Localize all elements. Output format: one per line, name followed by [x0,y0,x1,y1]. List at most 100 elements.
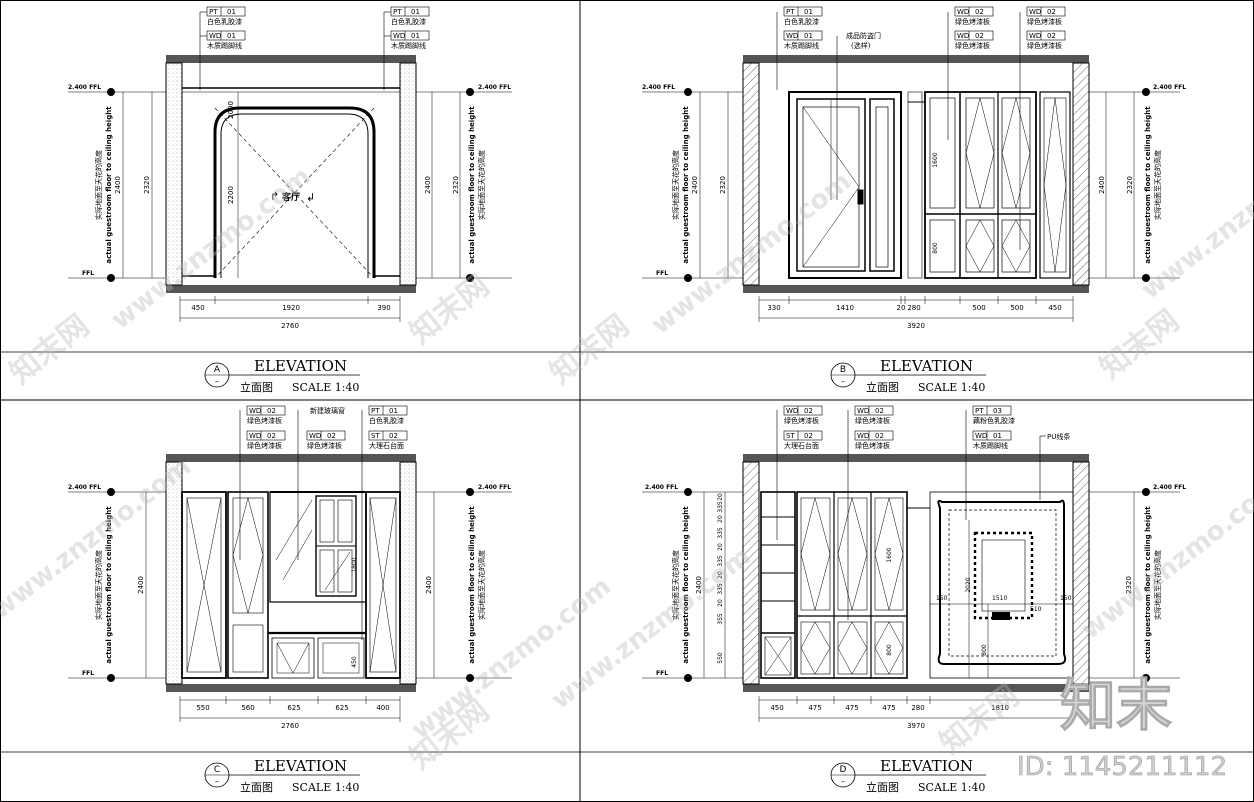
callout-num: 02 [975,32,984,40]
level-bottom: FFL [82,270,94,277]
level-top: 2.400 FFL [1153,84,1186,91]
callout-desc: 白色乳胶漆 [391,17,426,26]
bottom-dims [179,696,401,722]
shelf-dim: 335 [717,501,724,513]
callout-desc: 绿色烤漆板 [1027,41,1062,50]
side-note-en: actual guestroom floor to ceiling height [105,106,113,264]
callout-desc: 绿色烤漆板 [784,416,819,425]
callout-group-left: PT 01 白色乳胶漆 WD 01 木质踢脚线 [199,6,246,90]
left-wall [165,62,183,286]
dim-label: 475 [882,704,895,712]
shelf-dim: 550 [717,652,724,664]
dim-label: 400 [376,704,389,712]
watermark-brand: 知末网 [3,308,95,391]
svg-text:–: – [215,777,219,786]
side-note-en: actual guestroom floor to ceiling height [468,506,476,664]
dim-label: 1810 [991,704,1009,712]
svg-text:–: – [841,777,845,786]
panel-title: ELEVATION [254,757,347,775]
callout-code: WD [209,32,221,40]
title-block-c: C – ELEVATION 立面图 SCALE 1:40 [204,757,360,794]
shelf-dim: 20 [717,493,724,501]
callout-code: PT [786,8,795,16]
height-dim: 2400 [695,576,703,594]
side-note-cn: 实际地面至天花的高度 [671,550,680,620]
panel-letter: C [214,765,220,775]
watermark-brand: 知末网 [543,308,635,391]
side-note-cn: 实际地面至天花的高度 [1153,550,1162,620]
side-note-en: actual guestroom floor to ceiling height [105,506,113,664]
callout-desc: 白色乳胶漆 [207,17,242,26]
entry-door [788,91,902,279]
side-note-cn: 实际地面至天花的高度 [477,550,486,620]
callout-code: WD [249,432,261,440]
door-note: (选样) [851,41,871,50]
callout-num: 02 [389,432,398,440]
svg-text:↲: ↲ [306,191,315,204]
callout-num: 02 [804,407,813,415]
callout-code: WD [957,32,969,40]
watermark-brand: 知末网 [403,268,495,351]
level-top: 2.400 FFL [68,484,101,491]
callout-code: PT [209,8,218,16]
side-note-en: actual guestroom floor to ceiling height [468,106,476,264]
shelf-dim: 335 [717,527,724,539]
ceiling-slab [166,454,416,462]
side-note-en: actual guestroom floor to ceiling height [1144,106,1152,264]
pu-note: PU线条 [1047,432,1070,441]
callout-code: ST [371,432,380,440]
callout-num: 02 [327,432,336,440]
height-dims-left: 2.400 FFL FFL 2400 实际地面至天花的高度 actual gue… [68,484,166,682]
callout-code: WD [1029,8,1041,16]
callout-num: 02 [975,8,984,16]
bottom-dims [758,296,1074,322]
watermark-logo-block: 知末 ID: 1145211112 [1017,674,1228,783]
shelf-dim: 20 [717,571,724,579]
height-dims-left: 2.400 FFL FFL 2400 2320 实际地面至天花的高度 actua… [68,84,166,282]
watermark-domain: www.znzmo.com [406,572,617,746]
panel-title: ELEVATION [880,757,973,775]
inner-dim: 1600 [886,547,893,562]
side-note-en: actual guestroom floor to ceiling height [1144,506,1152,664]
callout-desc: 绿色烤漆板 [955,41,990,50]
panel-scale: SCALE 1:40 [918,381,985,394]
frame-dim: 1510 [992,595,1007,602]
wardrobe-right [365,491,401,679]
arch-opening [213,106,376,278]
panel-b: 1600 800 PT 01 白色乳胶漆 WD 01 木质踢脚线 成品防盗门 (… [642,6,1186,394]
dim-label: 1920 [282,304,300,312]
side-note-cn: 实际地面至天花的高度 [671,150,680,220]
panel-scale: SCALE 1:40 [292,381,359,394]
height-dims-right: 2.400 FFL 2400 2320 actual guestroom flo… [416,84,512,282]
watermark-logo: 知末 [1060,674,1172,739]
dim-label: 330 [767,304,780,312]
watermark-brand: 知末网 [1093,303,1185,386]
cabinet-block [907,91,1071,279]
level-top: 2.400 FFL [68,84,101,91]
dim-total: 3970 [907,722,925,730]
svg-text:–: – [215,377,219,386]
callout-desc: 大理石台面 [784,441,819,450]
inner-dim: 2020 [965,577,972,592]
callouts-b: PT 01 白色乳胶漆 WD 01 木质踢脚线 成品防盗门 (选样) WD 02… [776,6,1066,250]
frame-dim: 150 [936,595,948,602]
watermark-domain: www.znzmo.com [1076,472,1254,646]
callout-desc: 绿色烤漆板 [955,17,990,26]
level-bottom: FFL [656,270,668,277]
shelf-dim: 335 [717,583,724,595]
glass-note: 新建玻璃窗 [310,406,345,415]
dim-label: 500 [1010,304,1023,312]
height-dims-right: 2.400 FFL 2400 2320 actual guestroom flo… [1089,84,1186,282]
callout-num: 01 [804,8,813,16]
bed-wall-panel [929,491,1074,679]
callout-desc: 绿色烤漆板 [307,441,342,450]
callout-num: 01 [411,8,420,16]
floor-slab [166,285,416,293]
height-dim: 2320 [143,176,151,194]
dim-label: 280 [911,704,924,712]
level-top: 2.400 FFL [642,84,675,91]
callout-code: WD [249,407,261,415]
ceiling-slab [166,55,416,63]
side-note-cn: 实际地面至天花的高度 [94,150,103,220]
callout-code: WD [975,432,987,440]
